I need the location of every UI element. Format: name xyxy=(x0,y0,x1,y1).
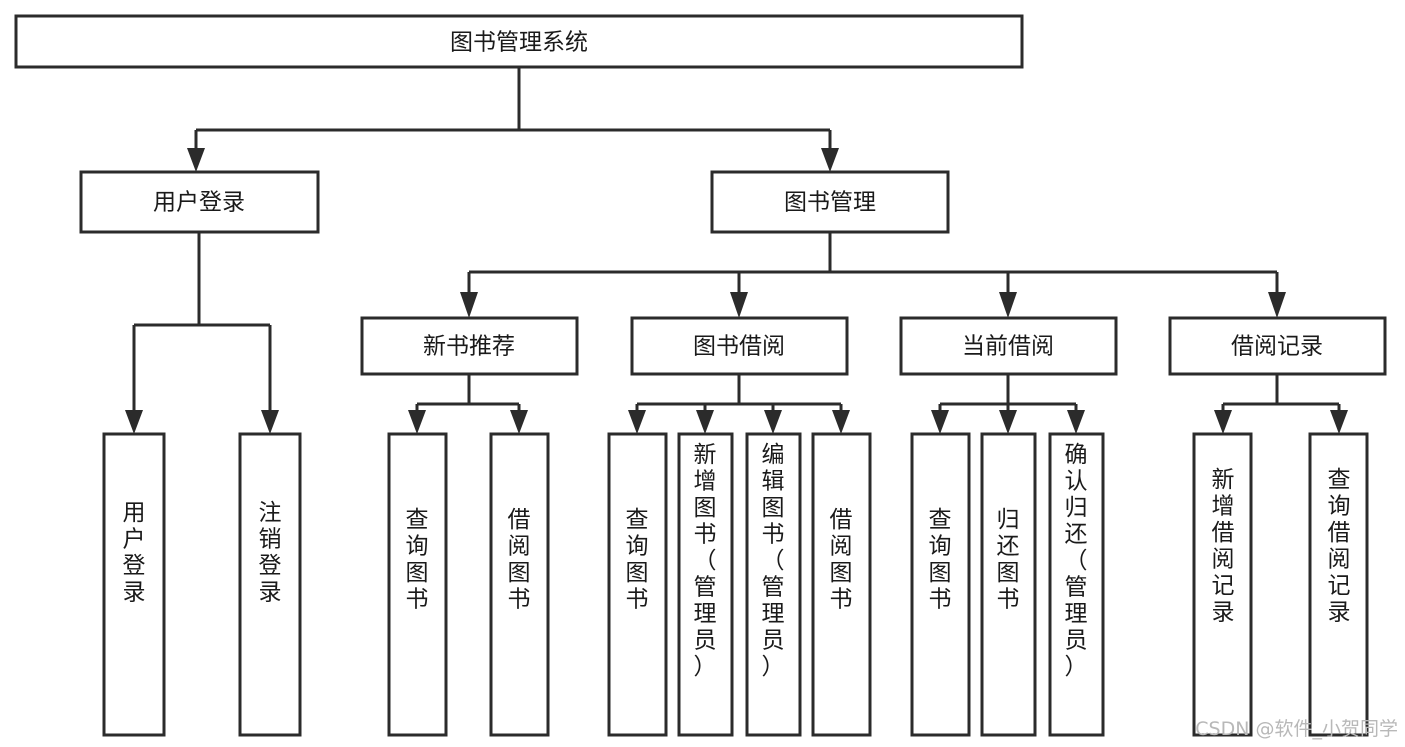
node-leaf-query-book-3-label: 查询图书 xyxy=(929,507,952,613)
node-leaf-query-book-3[interactable]: 查询图书 xyxy=(910,432,971,737)
connector-group-book-manage xyxy=(460,232,1286,318)
node-leaf-query-book-1-label: 查询图书 xyxy=(406,507,429,613)
arrow-head-borrow-record xyxy=(1268,292,1286,318)
node-leaf-confirm-return-box[interactable] xyxy=(1048,432,1105,737)
node-leaf-add-book[interactable]: 新增图书（管理员） xyxy=(677,432,734,737)
node-leaf-add-record-label: 新增借阅记录 xyxy=(1212,467,1235,626)
node-borrow-record-box[interactable] xyxy=(1168,316,1387,376)
node-user-login-label: 用户登录 xyxy=(153,190,245,216)
arrow-head-book-borrow xyxy=(730,292,748,318)
node-current-borrow-label: 当前借阅 xyxy=(962,334,1054,360)
node-current-borrow[interactable]: 当前借阅 xyxy=(899,316,1118,376)
node-borrow-record[interactable]: 借阅记录 xyxy=(1168,316,1387,376)
node-leaf-query-book-2-label: 查询图书 xyxy=(626,507,649,613)
connector-group-current-borrow xyxy=(931,374,1085,434)
node-leaf-borrow-book-2-box[interactable] xyxy=(811,432,872,737)
arrow-head-leaf-confirm-return xyxy=(1067,410,1085,434)
node-leaf-add-record-box[interactable] xyxy=(1192,432,1253,737)
arrow-head-leaf-query-book-2 xyxy=(628,410,646,434)
arrow-head-new-book-recommend xyxy=(460,292,478,318)
node-leaf-query-record[interactable]: 查询借阅记录 xyxy=(1308,432,1369,737)
node-leaf-borrow-book-2-label: 借阅图书 xyxy=(830,507,853,613)
arrow-head-leaf-return-book xyxy=(999,410,1017,434)
node-leaf-return-book[interactable]: 归还图书 xyxy=(980,432,1037,737)
node-leaf-user-login-box[interactable] xyxy=(102,432,166,737)
arrow-head-leaf-add-record xyxy=(1214,410,1232,434)
node-book-manage-label: 图书管理 xyxy=(784,190,876,216)
node-leaf-add-book-label: 新增图书（管理员） xyxy=(694,442,717,680)
watermark-label: CSDN @软件_小贺同学 xyxy=(1195,718,1398,740)
node-leaf-query-book-1[interactable]: 查询图书 xyxy=(387,432,448,737)
node-user-login[interactable]: 用户登录 xyxy=(79,170,320,234)
node-user-login-box[interactable] xyxy=(79,170,320,234)
node-leaf-query-book-2[interactable]: 查询图书 xyxy=(607,432,668,737)
node-leaf-return-book-label: 归还图书 xyxy=(997,507,1020,613)
node-borrow-record-label: 借阅记录 xyxy=(1231,334,1323,360)
arrow-head-leaf-edit-book xyxy=(764,410,782,434)
arrow-head-user-login xyxy=(187,148,205,172)
arrow-head-leaf-query-record xyxy=(1330,410,1348,434)
node-book-manage-box[interactable] xyxy=(710,170,950,234)
connector-group-root xyxy=(187,67,839,172)
node-leaf-borrow-book-2[interactable]: 借阅图书 xyxy=(811,432,872,737)
node-leaf-borrow-book-1[interactable]: 借阅图书 xyxy=(489,432,550,737)
node-leaf-confirm-return-label: 确认归还（管理员） xyxy=(1065,442,1088,680)
node-leaf-user-login-label: 用户登录 xyxy=(123,500,146,606)
node-leaf-user-logout[interactable]: 注销登录 xyxy=(238,432,302,737)
node-leaf-query-book-1-box[interactable] xyxy=(387,432,448,737)
node-leaf-edit-book-label: 编辑图书（管理员） xyxy=(762,442,785,680)
node-leaf-user-logout-label: 注销登录 xyxy=(259,500,282,606)
node-new-book-recommend-box[interactable] xyxy=(360,316,579,376)
arrow-head-leaf-query-book-1 xyxy=(408,410,426,434)
arrow-head-leaf-query-book-3 xyxy=(931,410,949,434)
arrow-head-leaf-add-book xyxy=(696,410,714,434)
node-leaf-query-book-3-box[interactable] xyxy=(910,432,971,737)
node-leaf-edit-book[interactable]: 编辑图书（管理员） xyxy=(745,432,802,737)
arrow-head-leaf-user-login xyxy=(125,410,143,434)
arrow-head-leaf-borrow-book-2 xyxy=(832,410,850,434)
connector-group-user-login xyxy=(125,232,279,434)
node-leaf-query-book-2-box[interactable] xyxy=(607,432,668,737)
arrow-head-current-borrow xyxy=(999,292,1017,318)
connector-group-new-book-recommend xyxy=(408,374,528,434)
node-new-book-recommend[interactable]: 新书推荐 xyxy=(360,316,579,376)
node-leaf-query-record-box[interactable] xyxy=(1308,432,1369,737)
node-book-borrow-label: 图书借阅 xyxy=(693,334,785,360)
node-leaf-add-book-box[interactable] xyxy=(677,432,734,737)
node-leaf-borrow-book-1-box[interactable] xyxy=(489,432,550,737)
connector-group-book-borrow xyxy=(628,374,850,434)
arrow-head-leaf-borrow-book-1 xyxy=(510,410,528,434)
node-leaf-query-record-label: 查询借阅记录 xyxy=(1328,467,1351,626)
connector-group-borrow-record xyxy=(1214,374,1348,434)
arrow-head-leaf-user-logout xyxy=(261,410,279,434)
node-leaf-return-book-box[interactable] xyxy=(980,432,1037,737)
node-leaf-edit-book-box[interactable] xyxy=(745,432,802,737)
node-current-borrow-box[interactable] xyxy=(899,316,1118,376)
node-leaf-user-logout-box[interactable] xyxy=(238,432,302,737)
arrow-head-book-manage xyxy=(821,148,839,172)
node-book-manage[interactable]: 图书管理 xyxy=(710,170,950,234)
node-leaf-user-login[interactable]: 用户登录 xyxy=(102,432,166,737)
node-leaf-confirm-return[interactable]: 确认归还（管理员） xyxy=(1048,432,1105,737)
node-book-borrow[interactable]: 图书借阅 xyxy=(630,316,849,376)
node-root-box[interactable] xyxy=(14,14,1024,69)
node-leaf-borrow-book-1-label: 借阅图书 xyxy=(508,507,531,613)
node-new-book-recommend-label: 新书推荐 xyxy=(423,334,515,360)
node-book-borrow-box[interactable] xyxy=(630,316,849,376)
node-leaf-add-record[interactable]: 新增借阅记录 xyxy=(1192,432,1253,737)
node-root[interactable]: 图书管理系统 xyxy=(14,14,1024,69)
node-root-label: 图书管理系统 xyxy=(450,30,588,56)
